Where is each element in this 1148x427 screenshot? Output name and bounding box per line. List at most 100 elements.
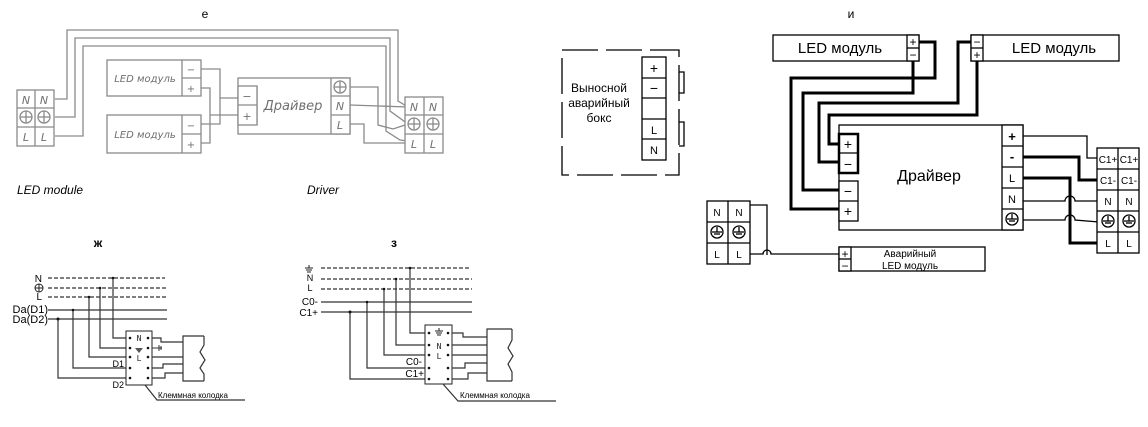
terminal-minus: − bbox=[844, 156, 852, 172]
left-terminal-block: N N L L bbox=[16, 89, 55, 147]
wire-n-top bbox=[55, 29, 409, 108]
line-label-d2: Da(D2) bbox=[13, 314, 48, 326]
diagram-zh-title: ж bbox=[93, 236, 103, 250]
earth-icon bbox=[426, 117, 440, 131]
line-label-d1: Da(D1) bbox=[13, 304, 48, 316]
wire bbox=[201, 98, 221, 125]
wire bbox=[409, 268, 425, 334]
caption-led-module: LED module bbox=[17, 183, 83, 197]
terminal-minus: − bbox=[242, 90, 251, 103]
earth-icon bbox=[19, 110, 33, 124]
side-label-c0: C0- bbox=[406, 357, 422, 368]
terminal-minus: - bbox=[1010, 149, 1014, 164]
terminal-label: L bbox=[23, 131, 29, 144]
wire bbox=[350, 123, 408, 144]
wire bbox=[72, 310, 128, 369]
terminal-minus: − bbox=[973, 35, 980, 49]
terminal-label: L bbox=[430, 138, 436, 151]
earth-icon bbox=[435, 328, 443, 336]
terminal-label: L bbox=[411, 138, 417, 151]
terminal-label: N bbox=[410, 101, 418, 114]
led-module-a: LED модуль + − bbox=[772, 34, 920, 62]
emergency-box: + − L N Выносной аварийный бокс bbox=[561, 49, 685, 176]
wire bbox=[1023, 155, 1099, 182]
terminal-label: N bbox=[429, 101, 437, 114]
wire bbox=[452, 332, 487, 338]
diagram-i-title: и bbox=[848, 7, 855, 21]
bracket bbox=[679, 71, 685, 94]
left-terminal-block-i: N N L L bbox=[706, 200, 751, 265]
wire bbox=[201, 87, 211, 144]
line-label-n: N bbox=[307, 273, 314, 283]
terminal-plus: + bbox=[973, 48, 980, 62]
earth-icon bbox=[1101, 214, 1115, 228]
terminal-minus: − bbox=[187, 121, 195, 132]
leader-line bbox=[144, 384, 245, 401]
terminal-plus: + bbox=[844, 136, 852, 152]
wire bbox=[349, 104, 409, 108]
earth-icon bbox=[333, 80, 347, 94]
right-terminal-block-i: C1+ C1+ C1- C1- N N L L bbox=[1096, 147, 1140, 254]
terminal-block-zh: N L bbox=[125, 330, 153, 386]
wire bbox=[750, 249, 840, 255]
led-module-label: LED модуль bbox=[114, 74, 176, 85]
earth-icon bbox=[135, 348, 143, 353]
terminal-label: N bbox=[713, 208, 720, 219]
terminal-label: L bbox=[1105, 239, 1111, 250]
diagram-z-title: з bbox=[391, 236, 397, 250]
earth-icon bbox=[1005, 212, 1019, 226]
wire bbox=[452, 362, 487, 369]
wire bbox=[349, 312, 425, 380]
led-module-label: LED модуль bbox=[798, 40, 882, 57]
block-label-n: N bbox=[137, 334, 142, 343]
leader-line bbox=[442, 383, 556, 402]
driver-i: + − − + Драйвер + - L N bbox=[837, 124, 1024, 231]
emergency-module-label: LED модуль bbox=[882, 261, 938, 272]
earth-icon bbox=[710, 225, 724, 239]
led-module-2: LED модуль − + bbox=[106, 114, 202, 154]
wire bbox=[789, 40, 937, 211]
wire bbox=[452, 372, 487, 380]
side-label-d1: D1 bbox=[112, 359, 124, 369]
led-module-b: LED модуль − + bbox=[970, 34, 1120, 62]
terminal-label: N bbox=[40, 94, 48, 107]
terminal-n: N bbox=[650, 145, 658, 157]
terminal-label: L bbox=[714, 250, 720, 261]
terminal-plus: + bbox=[909, 35, 916, 49]
terminal-label: N bbox=[735, 208, 742, 219]
terminal-n: N bbox=[336, 100, 344, 113]
side-label-c1: C1+ bbox=[405, 369, 424, 380]
diagram-i: и LED модуль + − LED модуль − + bbox=[706, 7, 1140, 273]
terminal-label: L bbox=[736, 250, 742, 261]
wire bbox=[1023, 176, 1099, 245]
terminal-label: N bbox=[1125, 197, 1132, 208]
diagram-e-title: е bbox=[202, 7, 209, 21]
wire bbox=[750, 204, 768, 255]
terminal-minus: − bbox=[650, 80, 658, 96]
terminal-block-z: N L bbox=[424, 324, 453, 385]
right-terminal-block: N N L L bbox=[404, 96, 444, 154]
wire bbox=[99, 288, 128, 349]
block-label-l: L bbox=[437, 352, 442, 361]
terminal-l: L bbox=[337, 119, 343, 132]
wire bbox=[112, 278, 128, 339]
earth-icon bbox=[407, 117, 421, 131]
emergency-box-label: аварийный bbox=[568, 96, 630, 110]
wire bbox=[152, 372, 183, 379]
wire-earth-top bbox=[55, 37, 409, 125]
wire-l-top bbox=[55, 45, 409, 142]
earth-icon bbox=[1122, 214, 1136, 228]
wire bbox=[827, 61, 979, 146]
line-label-n: N bbox=[35, 274, 42, 285]
terminal-n: N bbox=[1008, 194, 1016, 206]
terminal-plus: + bbox=[1008, 129, 1016, 144]
driver-label: Драйвер bbox=[897, 168, 961, 185]
earth-icon bbox=[37, 110, 51, 124]
side-label-d2: D2 bbox=[112, 380, 124, 390]
wire bbox=[1023, 195, 1099, 202]
line-label-l: L bbox=[36, 292, 42, 303]
terminal-minus: − bbox=[844, 183, 852, 199]
led-module-1: LED модуль − + bbox=[106, 59, 202, 97]
line-label-c1: C1+ bbox=[299, 308, 318, 319]
